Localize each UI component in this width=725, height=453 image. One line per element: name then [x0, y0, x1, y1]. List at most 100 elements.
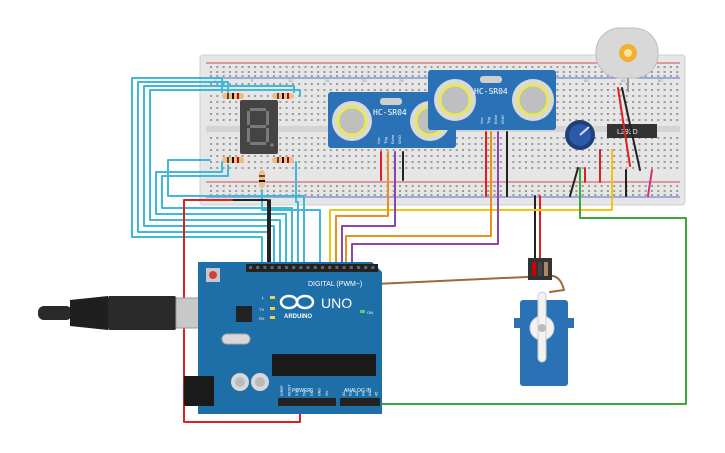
breadboard-hole: [562, 137, 565, 139]
breadboard-hole: [600, 75, 603, 77]
breadboard-hole: [449, 66, 452, 68]
breadboard-hole: [310, 155, 313, 157]
breadboard-hole: [210, 185, 212, 187]
breadboard-hole: [594, 149, 597, 151]
breadboard-hole: [235, 113, 238, 115]
breadboard-hole: [651, 161, 653, 163]
breadboard-hole: [222, 75, 225, 77]
breadboard-hole: [638, 185, 641, 187]
breadboard-hole: [644, 194, 647, 196]
breadboard-hole: [512, 185, 515, 187]
breadboard-hole: [651, 89, 653, 91]
breadboard-hole: [644, 107, 647, 109]
breadboard-hole: [480, 143, 483, 145]
breadboard-hole: [210, 119, 212, 121]
breadboard-hole: [235, 185, 238, 187]
board-logo-text: ARDUINO: [284, 314, 312, 320]
breadboard-hole: [399, 185, 401, 187]
breadboard-hole: [474, 167, 477, 169]
breadboard-hole: [210, 83, 212, 85]
breadboard-hole: [600, 137, 603, 139]
breadboard-hole: [600, 161, 603, 163]
seven-segment-display: 8: [240, 100, 278, 154]
breadboard-hole: [336, 185, 338, 187]
breadboard-hole: [638, 194, 641, 196]
breadboard-hole: [588, 89, 590, 91]
breadboard-hole: [354, 185, 357, 187]
breadboard-hole: [651, 71, 653, 73]
breadboard-hole: [581, 194, 584, 196]
breadboard-hole: [518, 194, 521, 196]
digital-pin: [285, 266, 288, 269]
breadboard-hole: [606, 101, 609, 103]
breadboard-hole: [392, 89, 395, 91]
breadboard-hole: [575, 119, 578, 121]
breadboard-hole: [480, 161, 483, 163]
breadboard-hole: [663, 161, 666, 163]
breadboard-hole: [638, 95, 641, 97]
breadboard-hole: [556, 75, 559, 77]
breadboard-hole: [499, 194, 502, 196]
breadboard-hole: [657, 190, 660, 192]
breadboard-hole: [279, 66, 282, 68]
breadboard-hole: [632, 161, 635, 163]
breadboard-hole: [323, 107, 326, 109]
breadboard-hole: [657, 194, 660, 196]
breadboard-hole: [405, 185, 408, 187]
breadboard-hole: [310, 161, 313, 163]
breadboard-hole: [424, 83, 427, 85]
breadboard-hole: [632, 194, 635, 196]
breadboard-hole: [317, 194, 320, 196]
breadboard-hole: [222, 143, 225, 145]
breadboard-hole: [317, 190, 320, 192]
breadboard-hole: [569, 107, 572, 109]
breadboard-hole: [298, 71, 301, 73]
digital-pin: [342, 266, 346, 269]
breadboard-hole: [651, 143, 653, 145]
breadboard-hole: [399, 149, 401, 151]
breadboard-hole: [449, 190, 452, 192]
breadboard-hole: [329, 75, 332, 77]
breadboard-hole: [323, 149, 326, 151]
breadboard-hole: [279, 137, 282, 139]
breadboard-hole: [606, 143, 609, 145]
breadboard-hole: [424, 161, 427, 163]
breadboard-hole: [543, 190, 546, 192]
breadboard-hole: [556, 149, 559, 151]
breadboard-hole: [399, 161, 401, 163]
breadboard-hole: [499, 190, 502, 192]
breadboard-column-number: 60: [658, 78, 663, 83]
breadboard-hole: [361, 149, 364, 151]
breadboard-hole: [279, 113, 282, 115]
breadboard-hole: [518, 190, 521, 192]
breadboard-hole: [663, 190, 666, 192]
breadboard-hole: [310, 89, 313, 91]
breadboard-hole: [638, 89, 641, 91]
breadboard-hole: [449, 167, 452, 169]
breadboard-hole: [455, 194, 458, 196]
breadboard-hole: [474, 194, 477, 196]
breadboard-hole: [644, 185, 647, 187]
breadboard-hole: [291, 167, 294, 169]
breadboard-hole: [562, 119, 565, 121]
breadboard-hole: [304, 83, 307, 85]
breadboard-hole: [569, 161, 572, 163]
breadboard-hole: [417, 71, 420, 73]
breadboard-hole: [310, 66, 313, 68]
resistors: [222, 93, 294, 188]
breadboard-hole: [569, 75, 572, 77]
breadboard-hole: [588, 83, 590, 85]
breadboard-hole: [417, 83, 420, 85]
breadboard-hole: [241, 190, 244, 192]
breadboard-hole: [210, 155, 212, 157]
breadboard-hole: [235, 66, 238, 68]
breadboard-hole: [575, 190, 578, 192]
breadboard-hole: [317, 95, 320, 97]
breadboard-hole: [323, 143, 326, 145]
breadboard-hole: [651, 95, 653, 97]
breadboard-hole: [279, 143, 282, 145]
breadboard-column-number: 20: [362, 78, 367, 83]
breadboard-hole: [619, 143, 622, 145]
analog-header-label: ANALOG IN: [344, 388, 372, 394]
breadboard-hole: [361, 89, 364, 91]
